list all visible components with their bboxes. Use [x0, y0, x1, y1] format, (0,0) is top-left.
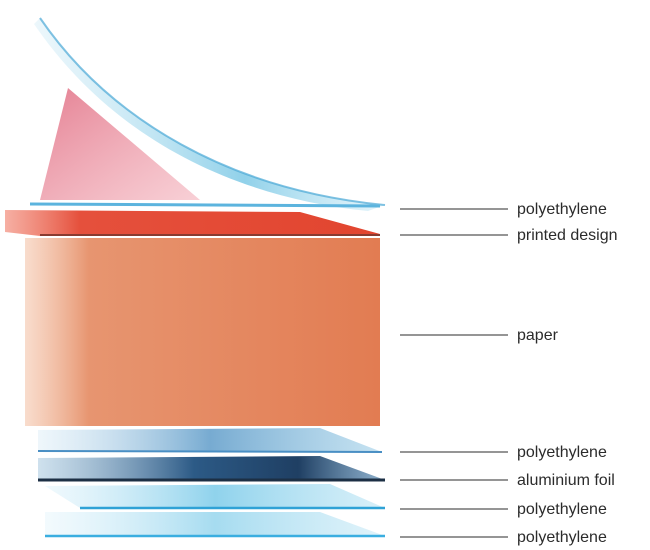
- label-polyethylene-top: polyethylene: [517, 201, 607, 218]
- layer-polyethylene-top-graphic: [30, 18, 385, 211]
- layer-aluminium-foil-graphic: [38, 456, 385, 480]
- layer-polyethylene-2-graphic: [38, 428, 382, 452]
- label-aluminium-foil: aluminium foil: [517, 472, 615, 489]
- layer-printed-design-graphic: [5, 210, 380, 236]
- layer-paper-graphic: [25, 238, 380, 426]
- label-polyethylene-bottom: polyethylene: [517, 529, 607, 546]
- layer-polyethylene-bottom-graphic: [45, 512, 385, 536]
- label-polyethylene-3: polyethylene: [517, 501, 607, 518]
- label-polyethylene-2: polyethylene: [517, 444, 607, 461]
- label-printed-design: printed design: [517, 227, 618, 244]
- label-paper: paper: [517, 327, 559, 344]
- layer-polyethylene-3-graphic: [45, 484, 385, 508]
